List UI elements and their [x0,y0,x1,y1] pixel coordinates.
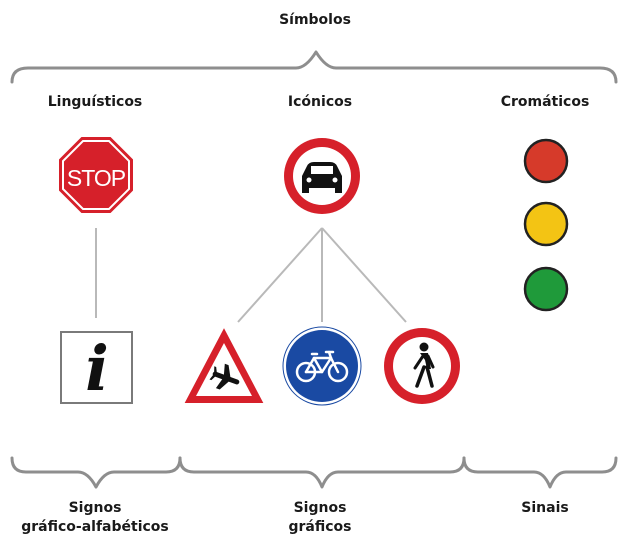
label-signos-alfabeticos-line1: Signos [68,500,122,516]
pedestrian-icon [413,342,435,388]
connector-car-plane [237,227,323,323]
bottom-brace-signals [462,456,618,489]
no-pedestrians-sign [384,328,460,404]
no-cars-sign [284,138,360,214]
airplane-icon [209,363,240,390]
category-cromaticos: Cromáticos [500,94,590,110]
bottom-brace-alphabetic [10,456,182,489]
label-signos-graficos-line2: gráficos [288,519,352,535]
cycle-path-sign [282,326,362,406]
category-iconicos: Icónicos [287,94,353,110]
car-icon [302,162,342,193]
airport-warning-sign [182,325,266,405]
bicycle-icon [295,350,349,383]
top-label-simbolos: Símbolos [279,12,351,28]
traffic-light-red [523,138,569,184]
label-signos-graficos-line1: Signos [293,500,347,516]
bottom-brace-graphic [178,456,466,489]
info-sign: i [60,331,133,405]
category-linguisticos: Linguísticos [47,94,143,110]
top-brace [10,50,618,84]
connector-car-pedestrian [321,227,407,323]
traffic-light-yellow [523,201,569,247]
label-sinais: Sinais [521,500,569,516]
info-sign-letter: i [85,332,109,405]
stop-sign-text: STOP [67,165,126,191]
traffic-light-green [523,266,569,312]
label-signos-alfabeticos-line2: gráfico-alfabéticos [21,519,169,535]
stop-sign: STOP [57,135,135,215]
